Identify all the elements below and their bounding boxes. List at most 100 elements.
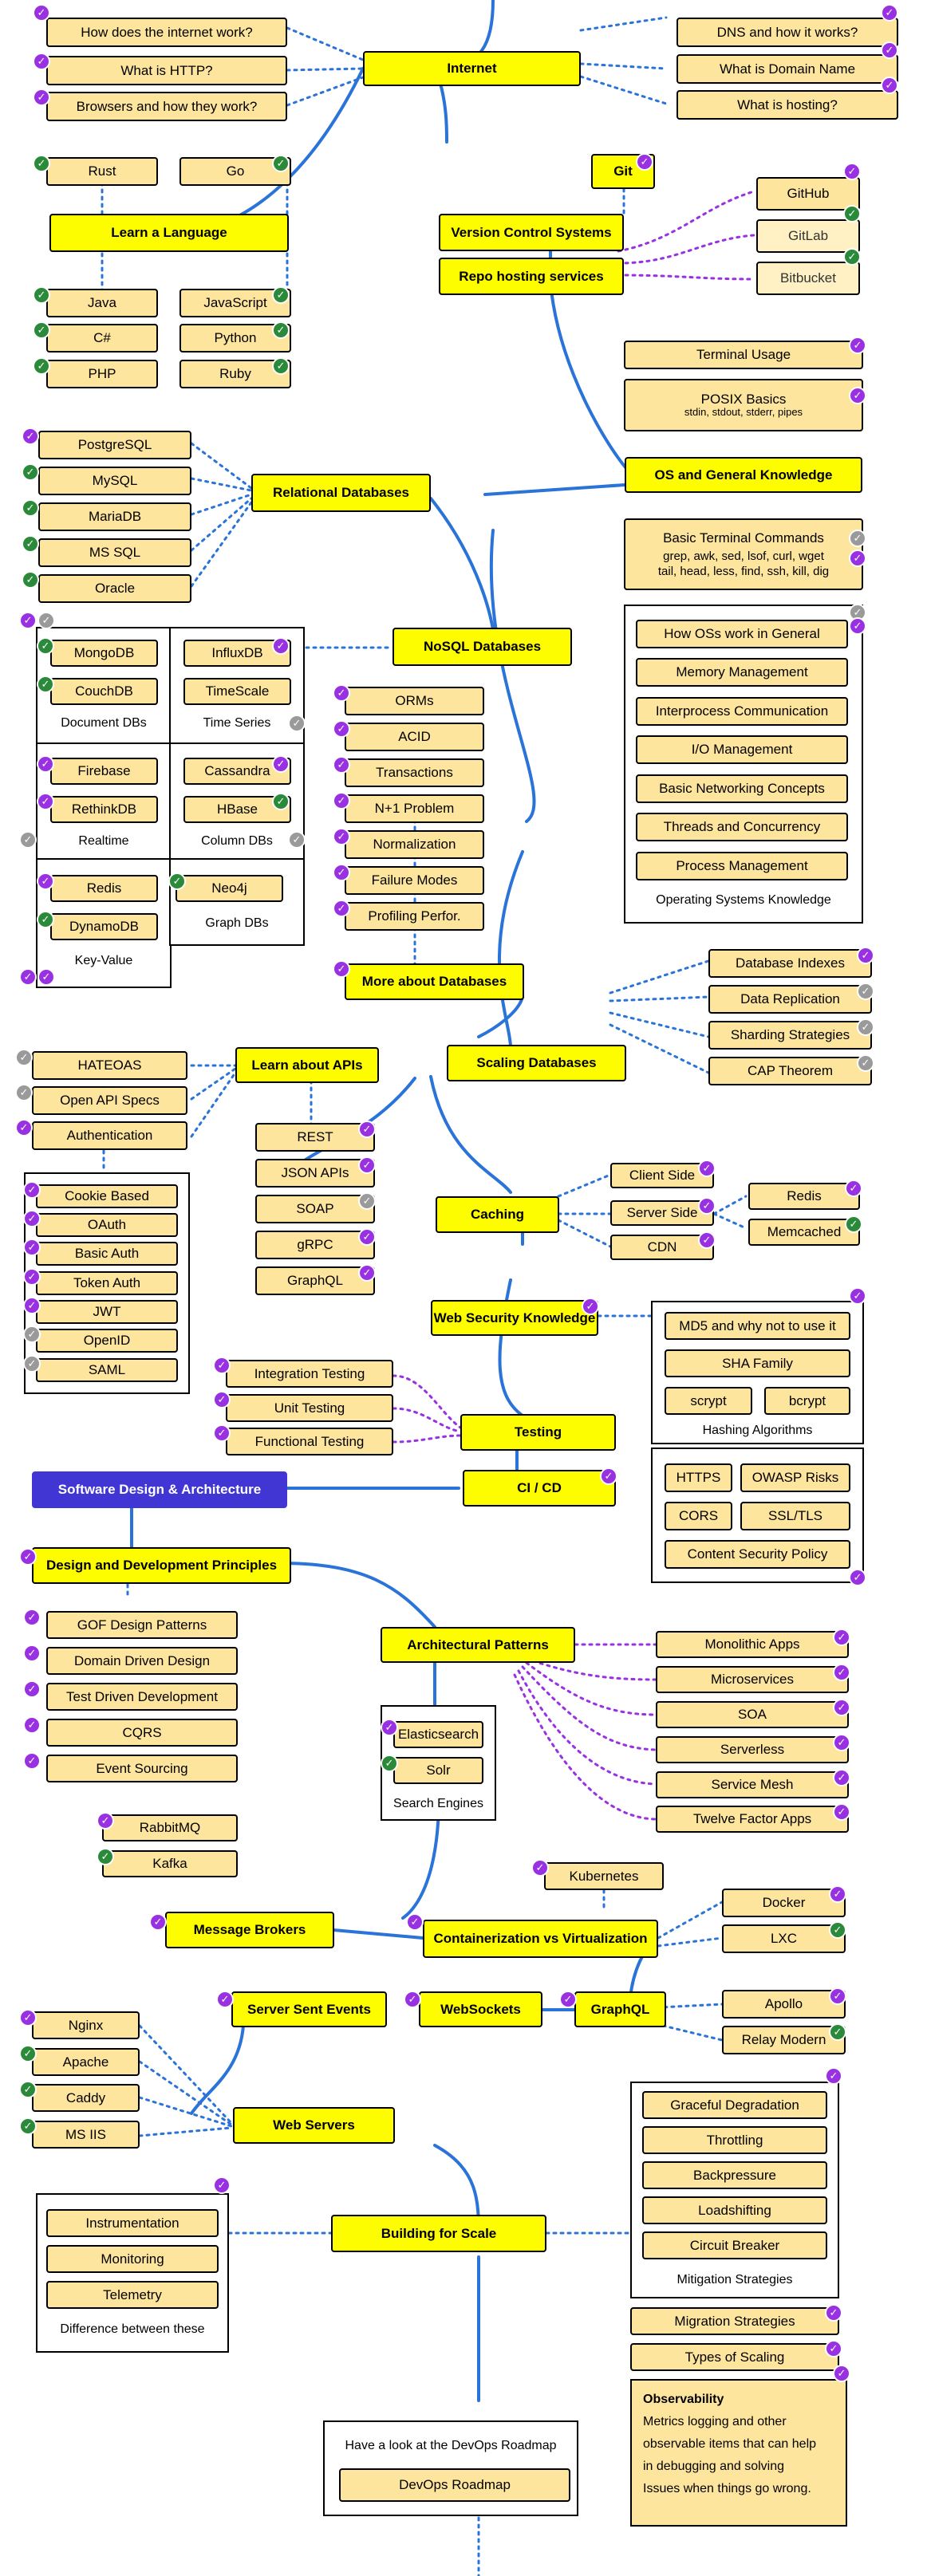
- hash-md5[interactable]: MD5 and why not to use it: [665, 1312, 850, 1340]
- server-apache[interactable]: Apache: [32, 2048, 140, 2076]
- repo-github[interactable]: GitHub: [756, 177, 860, 211]
- topic-internet[interactable]: Internet: [363, 51, 581, 86]
- db-redis-kv[interactable]: Redis: [50, 875, 158, 902]
- lang-go[interactable]: Go: [179, 157, 291, 186]
- server-caddy[interactable]: Caddy: [32, 2084, 140, 2112]
- api-rest[interactable]: REST: [255, 1123, 375, 1152]
- graphql-relay[interactable]: Relay Modern: [722, 2026, 846, 2054]
- topic-websockets[interactable]: WebSockets: [419, 1991, 542, 2027]
- container-docker[interactable]: Docker: [722, 1889, 846, 1917]
- container-lxc[interactable]: LXC: [722, 1924, 846, 1953]
- topic-domain-name[interactable]: What is Domain Name: [677, 54, 898, 84]
- test-unit[interactable]: Unit Testing: [226, 1394, 393, 1422]
- arch-serverless[interactable]: Serverless: [656, 1736, 849, 1763]
- scale-monitoring[interactable]: Monitoring: [46, 2245, 219, 2273]
- mitigation-throttling[interactable]: Throttling: [642, 2126, 827, 2154]
- scale-migration[interactable]: Migration Strategies: [630, 2307, 839, 2335]
- lang-rust[interactable]: Rust: [46, 157, 158, 186]
- topic-learn-apis[interactable]: Learn about APIs: [235, 1047, 379, 1083]
- db-timescale[interactable]: TimeScale: [183, 678, 291, 705]
- sec-ssl-tls[interactable]: SSL/TLS: [740, 1502, 850, 1530]
- auth-oauth[interactable]: OAuth: [36, 1213, 178, 1237]
- topic-design-principles[interactable]: Design and Development Principles: [32, 1547, 291, 1584]
- mitigation-circuit-breaker[interactable]: Circuit Breaker: [642, 2231, 827, 2259]
- test-functional[interactable]: Functional Testing: [226, 1428, 393, 1455]
- os-io-management[interactable]: I/O Management: [636, 735, 848, 764]
- arch-soa[interactable]: SOA: [656, 1701, 849, 1728]
- topic-os-general[interactable]: OS and General Knowledge: [625, 457, 862, 493]
- api-graphql[interactable]: GraphQL: [255, 1266, 375, 1295]
- hash-scrypt[interactable]: scrypt: [665, 1387, 752, 1415]
- db-n-plus-one[interactable]: N+1 Problem: [345, 794, 484, 823]
- api-hateoas[interactable]: HATEOAS: [32, 1051, 187, 1080]
- scale-telemetry[interactable]: Telemetry: [46, 2281, 219, 2309]
- graphql-apollo[interactable]: Apollo: [722, 1990, 846, 2019]
- topic-testing[interactable]: Testing: [460, 1414, 616, 1451]
- db-mysql[interactable]: MySQL: [38, 467, 191, 495]
- scale-db-indexes[interactable]: Database Indexes: [708, 949, 872, 978]
- topic-what-is-http[interactable]: What is HTTP?: [46, 56, 287, 85]
- auth-openid[interactable]: OpenID: [36, 1329, 178, 1353]
- topic-nosql-databases[interactable]: NoSQL Databases: [392, 628, 572, 666]
- api-soap[interactable]: SOAP: [255, 1195, 375, 1223]
- mitigation-graceful[interactable]: Graceful Degradation: [642, 2091, 827, 2119]
- sec-https[interactable]: HTTPS: [665, 1463, 732, 1492]
- db-dynamodb[interactable]: DynamoDB: [50, 913, 158, 940]
- lang-ruby[interactable]: Ruby: [179, 360, 291, 388]
- search-solr[interactable]: Solr: [393, 1757, 483, 1784]
- sec-csp[interactable]: Content Security Policy: [665, 1540, 850, 1569]
- scale-types[interactable]: Types of Scaling: [630, 2343, 839, 2371]
- topic-graphql[interactable]: GraphQL: [574, 1991, 666, 2027]
- topic-relational-databases[interactable]: Relational Databases: [251, 474, 431, 512]
- db-postgresql[interactable]: PostgreSQL: [38, 431, 191, 459]
- os-process-management[interactable]: Process Management: [636, 852, 848, 880]
- topic-containerization[interactable]: Containerization vs Virtualization: [423, 1920, 658, 1958]
- topic-message-brokers[interactable]: Message Brokers: [165, 1912, 334, 1948]
- db-oracle[interactable]: Oracle: [38, 574, 191, 603]
- topic-posix-basics[interactable]: POSIX Basics stdin, stdout, stderr, pipe…: [624, 379, 863, 431]
- api-json[interactable]: JSON APIs: [255, 1159, 375, 1188]
- repo-gitlab[interactable]: GitLab: [756, 219, 860, 253]
- topic-repo-hosting[interactable]: Repo hosting services: [439, 258, 624, 295]
- topic-scaling-databases[interactable]: Scaling Databases: [447, 1045, 626, 1081]
- topic-how-internet-works[interactable]: How does the internet work?: [46, 18, 287, 47]
- topic-architectural-patterns[interactable]: Architectural Patterns: [381, 1627, 575, 1663]
- topic-building-for-scale[interactable]: Building for Scale: [331, 2215, 546, 2252]
- cache-server-side[interactable]: Server Side: [610, 1200, 714, 1226]
- os-ipc[interactable]: Interprocess Communication: [636, 697, 848, 726]
- server-msiis[interactable]: MS IIS: [32, 2121, 140, 2149]
- software-design-banner[interactable]: Software Design & Architecture: [32, 1471, 287, 1508]
- scale-sharding[interactable]: Sharding Strategies: [708, 1021, 872, 1050]
- topic-web-servers[interactable]: Web Servers: [233, 2107, 395, 2144]
- topic-basic-terminal-commands[interactable]: Basic Terminal Commands grep, awk, sed, …: [624, 518, 863, 590]
- scale-replication[interactable]: Data Replication: [708, 985, 872, 1014]
- topic-dns[interactable]: DNS and how it works?: [677, 18, 898, 47]
- arch-monolithic[interactable]: Monolithic Apps: [656, 1631, 849, 1658]
- lang-java[interactable]: Java: [46, 289, 158, 317]
- observability-card[interactable]: Observability Metrics logging and other …: [630, 2379, 847, 2527]
- topic-learn-language[interactable]: Learn a Language: [49, 214, 289, 252]
- broker-rabbitmq[interactable]: RabbitMQ: [102, 1814, 238, 1841]
- os-threads[interactable]: Threads and Concurrency: [636, 813, 848, 841]
- scale-cap-theorem[interactable]: CAP Theorem: [708, 1057, 872, 1085]
- search-elasticsearch[interactable]: Elasticsearch: [393, 1721, 483, 1748]
- db-failure-modes[interactable]: Failure Modes: [345, 866, 484, 895]
- broker-kafka[interactable]: Kafka: [102, 1850, 238, 1877]
- cache-redis[interactable]: Redis: [748, 1183, 860, 1210]
- topic-server-sent-events[interactable]: Server Sent Events: [231, 1991, 387, 2027]
- cache-cdn[interactable]: CDN: [610, 1235, 714, 1260]
- mitigation-loadshifting[interactable]: Loadshifting: [642, 2196, 827, 2224]
- db-firebase[interactable]: Firebase: [50, 758, 158, 785]
- db-neo4j[interactable]: Neo4j: [176, 875, 283, 902]
- principle-event-sourcing[interactable]: Event Sourcing: [46, 1755, 238, 1782]
- auth-cookie[interactable]: Cookie Based: [36, 1184, 178, 1208]
- repo-bitbucket[interactable]: Bitbucket: [756, 262, 860, 295]
- hash-bcrypt[interactable]: bcrypt: [764, 1387, 850, 1415]
- api-openapi[interactable]: Open API Specs: [32, 1086, 187, 1115]
- hash-sha[interactable]: SHA Family: [665, 1349, 850, 1377]
- topic-hosting[interactable]: What is hosting?: [677, 90, 898, 120]
- os-how-oss-work[interactable]: How OSs work in General: [636, 620, 848, 648]
- mitigation-backpressure[interactable]: Backpressure: [642, 2161, 827, 2189]
- db-orms[interactable]: ORMs: [345, 687, 484, 715]
- lang-php[interactable]: PHP: [46, 360, 158, 388]
